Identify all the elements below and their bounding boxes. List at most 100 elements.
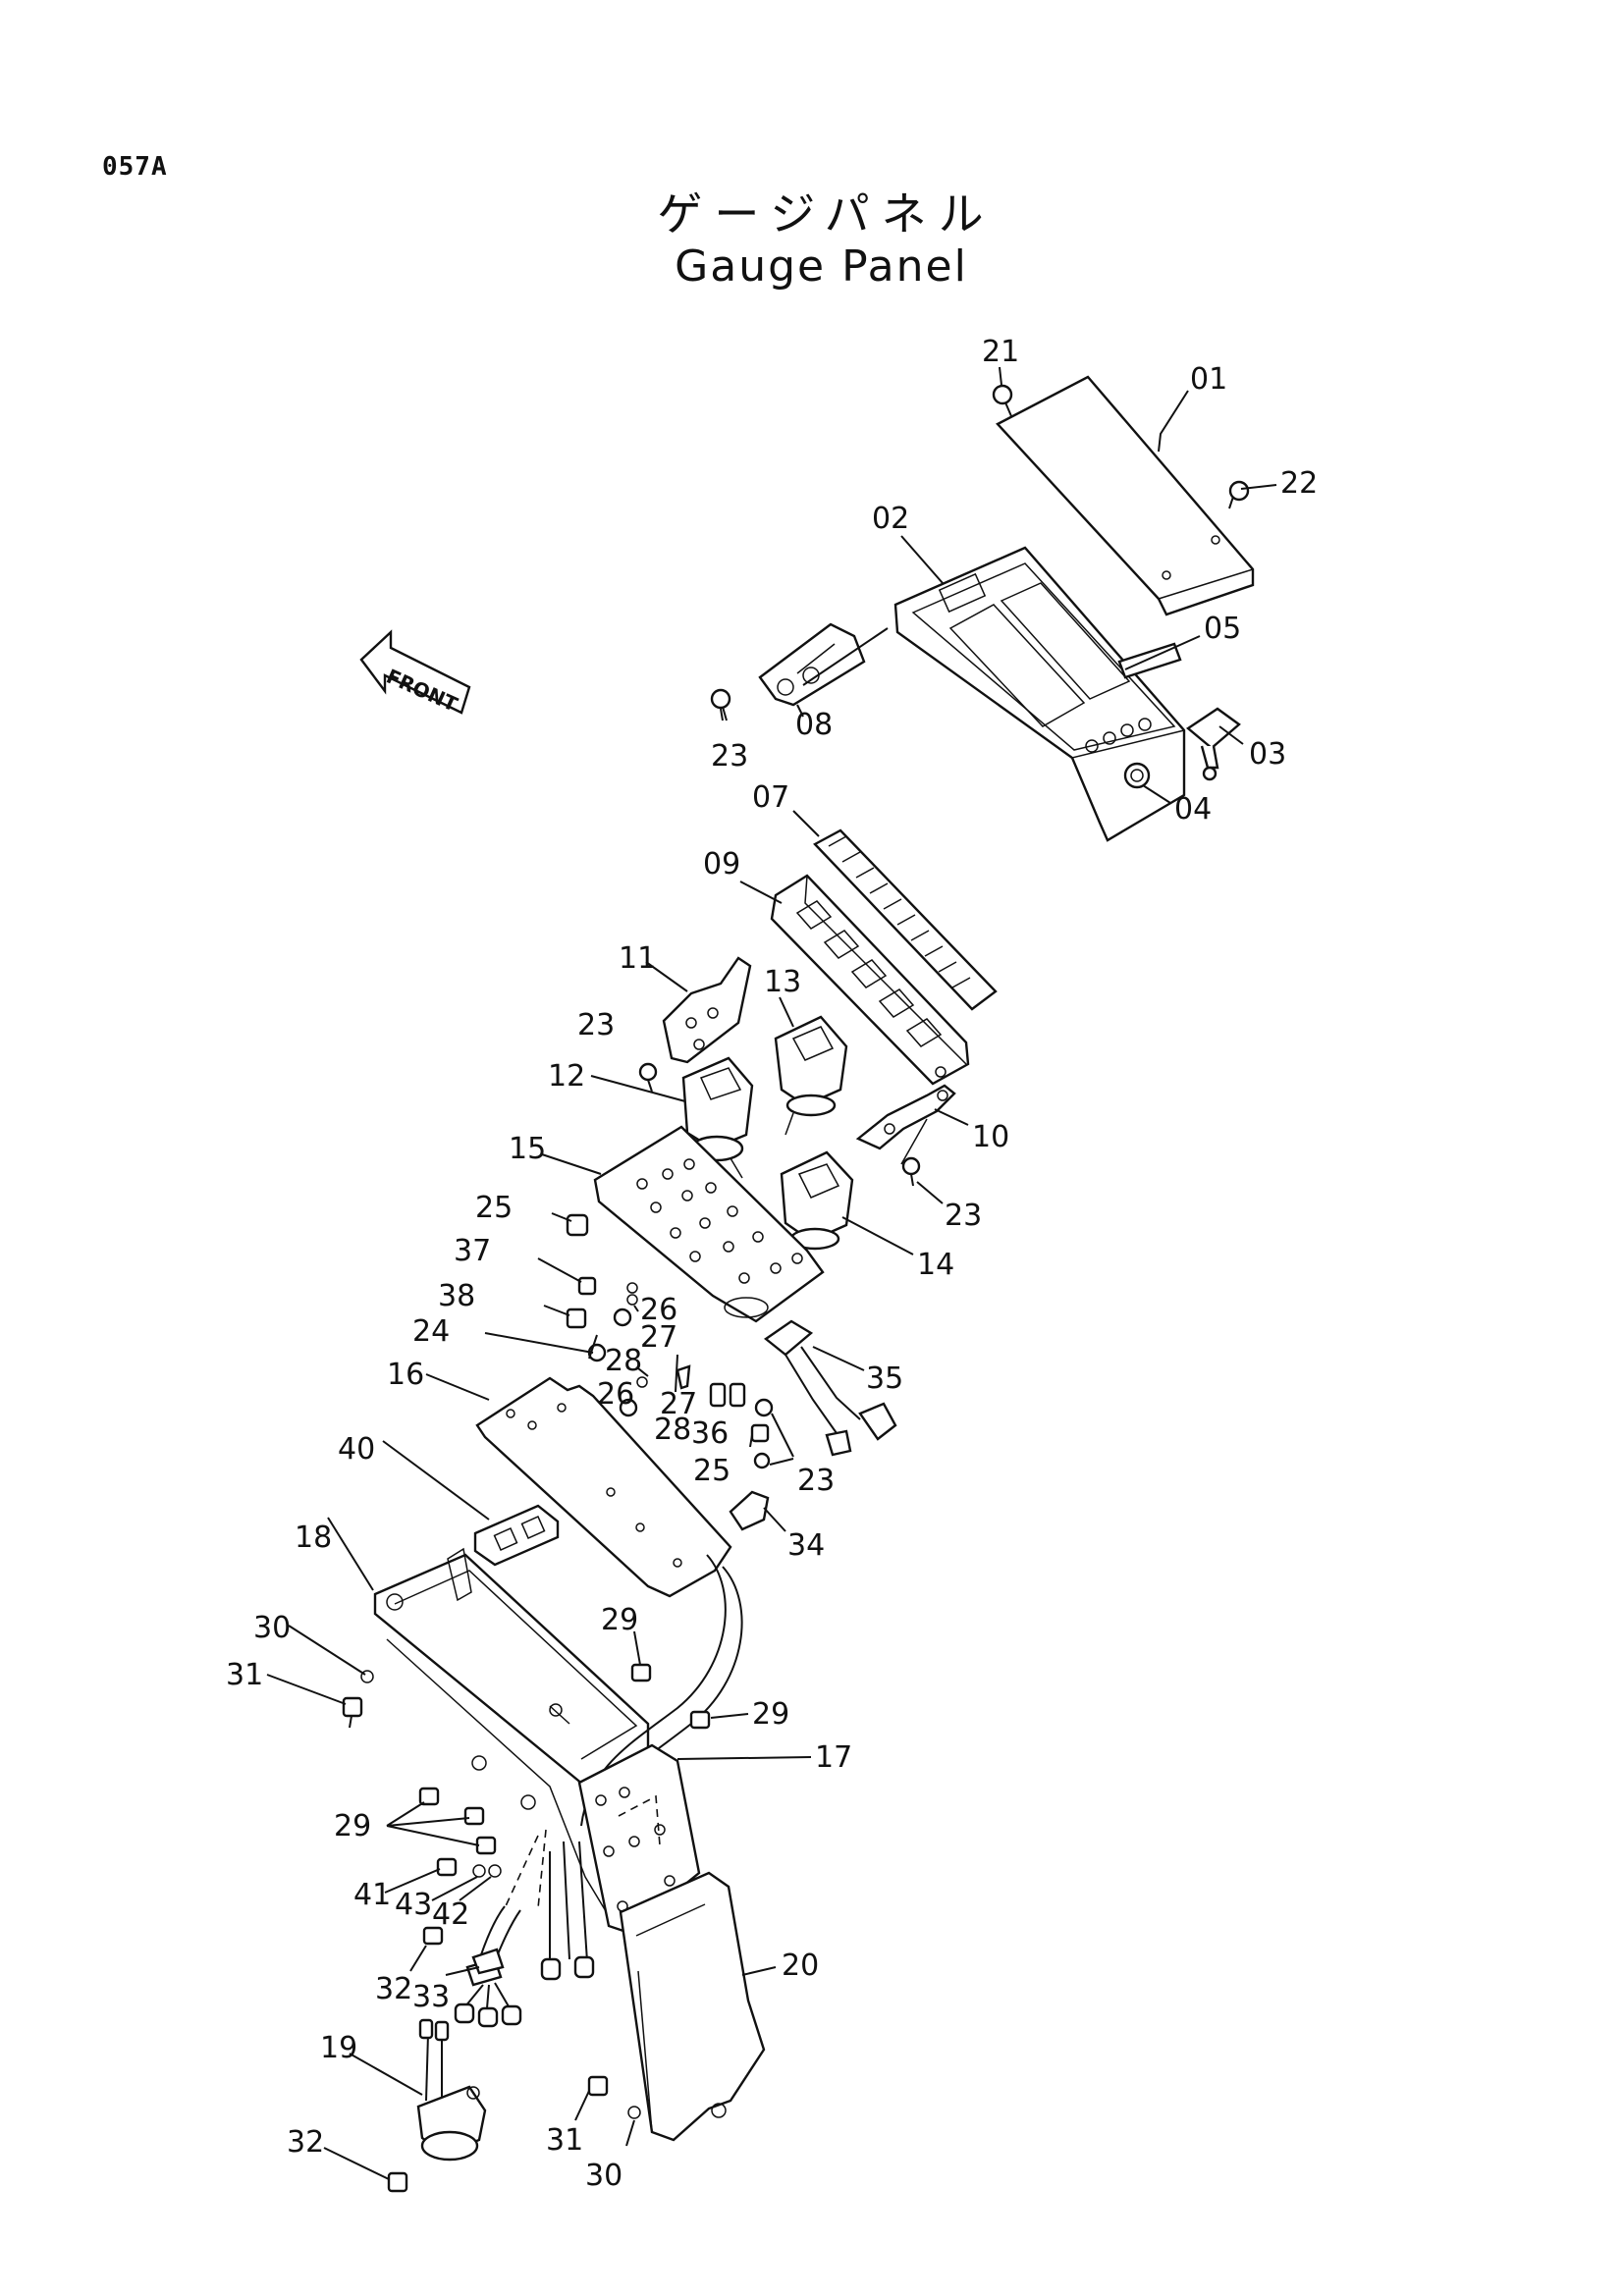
bolt-25b <box>750 1423 770 1443</box>
callout-14: 14 <box>917 1248 954 1282</box>
callout-29b: 29 <box>752 1697 789 1732</box>
callout-23a: 23 <box>711 739 748 774</box>
callout-11: 11 <box>619 941 656 976</box>
callout-34: 34 <box>787 1528 825 1563</box>
callout-29c: 29 <box>334 1809 371 1843</box>
bolt-31a <box>342 1696 363 1729</box>
callout-23c: 23 <box>945 1199 982 1233</box>
callout-26b: 26 <box>597 1377 634 1412</box>
callout-19: 19 <box>320 2031 357 2065</box>
part-01-cover <box>996 375 1255 616</box>
callout-03: 03 <box>1249 737 1286 772</box>
callout-17: 17 <box>815 1740 852 1775</box>
clip-38 <box>566 1308 587 1329</box>
leader-lines <box>266 366 1277 2180</box>
callout-37: 37 <box>454 1234 491 1268</box>
washer-26a <box>626 1282 638 1306</box>
part-35-harness <box>763 1319 897 1457</box>
part-08-hinge <box>758 622 866 707</box>
nut-28a <box>613 1308 632 1327</box>
callout-38: 38 <box>438 1279 475 1313</box>
callout-40: 40 <box>338 1432 375 1467</box>
callout-08: 08 <box>795 708 833 742</box>
callout-09: 09 <box>703 847 740 881</box>
bolt-32b <box>387 2171 408 2193</box>
callout-27a: 27 <box>640 1320 677 1355</box>
callout-05: 05 <box>1204 612 1241 646</box>
callout-25a: 25 <box>475 1191 513 1225</box>
nut-28b <box>619 1398 638 1417</box>
callout-32a: 32 <box>375 1972 412 2006</box>
part-17-bracket-plate <box>577 1743 701 1934</box>
callout-28b: 28 <box>654 1413 691 1447</box>
callout-33: 33 <box>412 1980 450 2014</box>
front-arrow: FRONT <box>359 629 471 717</box>
page-code: 057A <box>102 152 168 182</box>
part-13-gauge <box>774 1015 848 1136</box>
part-15-circuit-plate <box>593 1125 825 1323</box>
callout-12: 12 <box>548 1059 585 1094</box>
bolt-41 <box>436 1857 458 1877</box>
callout-10: 10 <box>972 1120 1009 1154</box>
washer-30a <box>360 1670 374 1683</box>
part-16-plate <box>475 1376 732 1598</box>
part-11-bracket <box>662 956 752 1064</box>
callout-27b: 27 <box>660 1387 697 1421</box>
part-18-housing <box>373 1547 650 1917</box>
callout-01: 01 <box>1190 362 1227 397</box>
callout-43: 43 <box>395 1888 432 1922</box>
bolt-23a <box>710 688 731 721</box>
part-10-bracket <box>855 1084 956 1165</box>
title-japanese: ゲージパネル <box>657 187 996 240</box>
washer-42-43 <box>472 1864 502 1878</box>
bolt-23b <box>638 1062 658 1093</box>
callout-41: 41 <box>353 1878 391 1912</box>
callout-25b: 25 <box>693 1454 730 1488</box>
callout-02: 02 <box>872 502 909 536</box>
title-english: Gauge Panel <box>675 241 968 292</box>
callout-23b: 23 <box>577 1008 615 1042</box>
callout-04: 04 <box>1174 792 1212 827</box>
fasteners <box>342 384 1250 2193</box>
callout-30a: 30 <box>253 1611 291 1645</box>
bolt-22 <box>1228 480 1250 509</box>
part-20-cover <box>619 1871 766 2142</box>
callout-31a: 31 <box>226 1658 263 1692</box>
callout-labels: 21 01 22 02 05 03 04 08 23 07 09 11 13 2… <box>226 335 1318 2193</box>
callout-35: 35 <box>866 1362 903 1396</box>
part-14-gauge <box>780 1150 854 1251</box>
callout-36: 36 <box>691 1416 729 1451</box>
bolt-29c-group <box>418 1787 497 1855</box>
part-19-switch <box>416 2018 487 2162</box>
callout-16: 16 <box>387 1358 424 1392</box>
callout-21: 21 <box>982 335 1019 369</box>
callout-28a: 28 <box>605 1344 642 1378</box>
callout-18: 18 <box>295 1521 332 1555</box>
callout-26a: 26 <box>640 1293 677 1327</box>
bolt-23c <box>901 1156 921 1187</box>
callout-13: 13 <box>764 965 801 999</box>
part-04-knob <box>1123 762 1151 789</box>
callout-29a: 29 <box>601 1603 638 1637</box>
callout-31b: 31 <box>546 2123 583 2158</box>
callout-07: 07 <box>752 780 789 815</box>
callout-23d: 23 <box>797 1464 835 1498</box>
bolt-29a <box>630 1663 652 1682</box>
part-03-switch <box>1185 707 1241 781</box>
pin-27 <box>676 1364 691 1390</box>
bolt-21 <box>992 384 1013 417</box>
callout-32b: 32 <box>287 2125 324 2160</box>
part-09-indicator-housing <box>770 874 970 1086</box>
bolt-25a <box>566 1213 589 1237</box>
callout-15: 15 <box>509 1132 546 1166</box>
callout-42: 42 <box>432 1897 469 1932</box>
washer-26b <box>636 1376 648 1388</box>
spacer-37 <box>577 1276 597 1296</box>
bolt-29b <box>689 1710 711 1730</box>
lower-harness <box>454 1829 595 2028</box>
part-34-clamp <box>729 1490 770 1531</box>
part-36-sockets <box>709 1382 746 1408</box>
bolt-32a <box>422 1926 444 1946</box>
part-07-indicator-strip <box>813 828 998 1011</box>
